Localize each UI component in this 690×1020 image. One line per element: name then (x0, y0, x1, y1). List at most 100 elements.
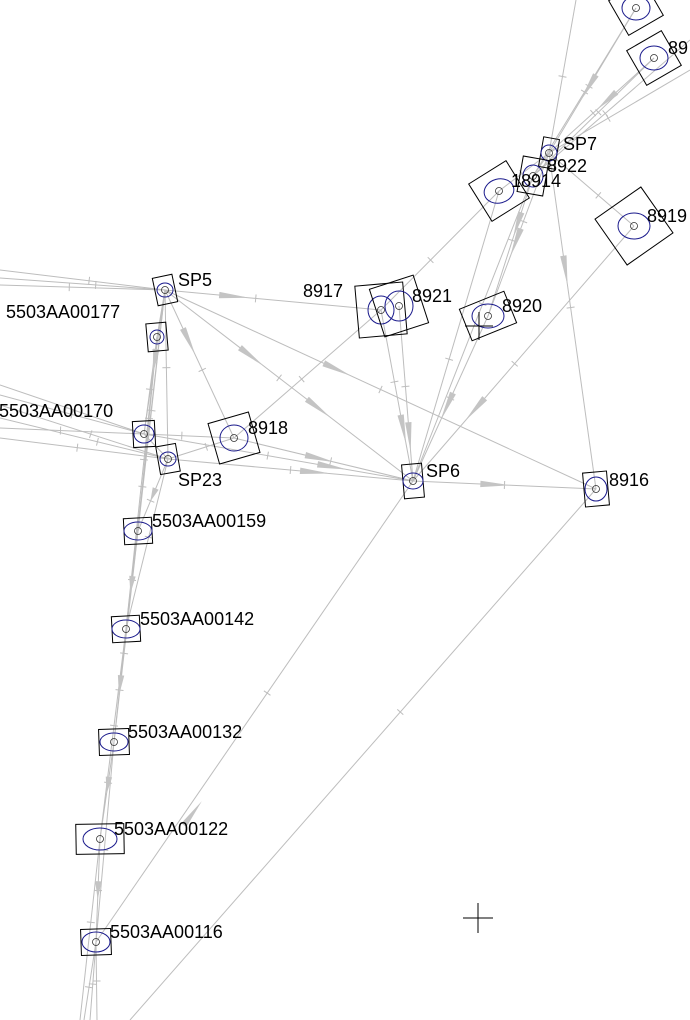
observation-line (164, 289, 382, 311)
observation-line (380, 190, 500, 311)
station-marker (458, 290, 518, 342)
station-center (140, 430, 148, 438)
station-marker (75, 823, 125, 855)
direction-arrow (237, 345, 264, 367)
station-marker (80, 927, 112, 957)
station-center (377, 306, 385, 314)
direction-arrow (513, 211, 525, 238)
observation-line (164, 289, 414, 482)
direction-arrow (397, 414, 407, 445)
error-box (516, 155, 550, 197)
error-ellipse (99, 732, 129, 752)
station-marker (207, 411, 261, 465)
station-label: 5503AA00122 (114, 819, 228, 839)
error-ellipse (639, 45, 669, 71)
observation-line (380, 309, 414, 482)
station-center (110, 738, 118, 746)
direction-arrow (181, 801, 202, 828)
station-label: 5503AA00170 (0, 401, 113, 421)
observation-tick (96, 437, 99, 446)
error-ellipse (522, 164, 544, 188)
observation-tick (511, 360, 519, 367)
observation-tick (110, 724, 119, 727)
error-box (582, 470, 610, 508)
station-label: 5503AA00142 (140, 609, 254, 629)
observation-line (548, 152, 597, 490)
observation-tick (427, 256, 434, 264)
observation-tick (64, 403, 69, 412)
error-box (607, 0, 665, 37)
station-label: SP23 (178, 470, 222, 490)
station-label: 8917 (303, 281, 343, 301)
station-label: 89 (668, 38, 688, 58)
observation-line (412, 225, 635, 482)
error-ellipse (159, 451, 177, 467)
observation-line (548, 152, 635, 227)
observation-tick (595, 109, 602, 116)
error-ellipse (123, 521, 153, 541)
observation-tick (138, 485, 147, 488)
observation-line (164, 289, 169, 460)
error-box (467, 159, 531, 223)
station-center (92, 938, 100, 946)
station-center (164, 455, 172, 463)
observation-tick (266, 451, 269, 460)
observation-tick (566, 306, 575, 309)
station-center (529, 172, 537, 180)
station-center (96, 835, 104, 843)
observation-line (233, 309, 382, 439)
observation-line (0, 437, 169, 460)
direction-arrow (304, 396, 331, 418)
station-label: 5503AA00177 (6, 302, 120, 322)
error-ellipse (483, 178, 515, 204)
direction-arrow (105, 776, 113, 795)
error-box (145, 321, 169, 353)
station-label: 8921 (412, 286, 452, 306)
observation-line (167, 437, 235, 460)
error-box (458, 290, 518, 342)
station-center (395, 302, 403, 310)
station-label: 5503AA00159 (152, 511, 266, 531)
error-ellipse (384, 290, 414, 322)
observation-tick (595, 191, 602, 199)
observation-arrows (95, 73, 619, 900)
direction-arrow (218, 291, 250, 299)
observation-tick (558, 75, 567, 78)
point-markers (75, 0, 683, 957)
station-label: 8918 (248, 418, 288, 438)
station-marker (368, 274, 430, 338)
error-box (625, 29, 683, 87)
station-label: SP6 (426, 461, 460, 481)
direction-arrow (560, 255, 568, 286)
observation-line (164, 289, 235, 439)
direction-arrow (180, 327, 196, 356)
station-label: 8916 (609, 470, 649, 490)
observation-tick (139, 458, 149, 461)
station-label: 89 (650, 0, 670, 4)
observation-line (113, 530, 139, 743)
station-marker (122, 516, 154, 546)
station-marker (98, 727, 130, 757)
station-marker (155, 442, 181, 476)
observation-tick (254, 294, 257, 303)
observation-line (129, 488, 597, 1020)
error-box (131, 419, 157, 449)
station-label: 5503AA00132 (128, 722, 242, 742)
error-ellipse (471, 303, 505, 329)
observation-line (0, 284, 166, 291)
station-center (484, 312, 492, 320)
station-marker (625, 29, 683, 87)
observation-tick (590, 109, 597, 117)
direction-arrow (580, 73, 599, 101)
station-center (134, 527, 142, 535)
station-marker (145, 321, 169, 353)
station-center (632, 4, 640, 12)
station-center (153, 333, 161, 341)
error-ellipse (149, 329, 165, 345)
observation-line (548, 69, 690, 154)
direction-arrow (150, 487, 159, 502)
observation-line (0, 427, 145, 435)
error-box (75, 823, 125, 855)
observation-tick (263, 690, 271, 696)
